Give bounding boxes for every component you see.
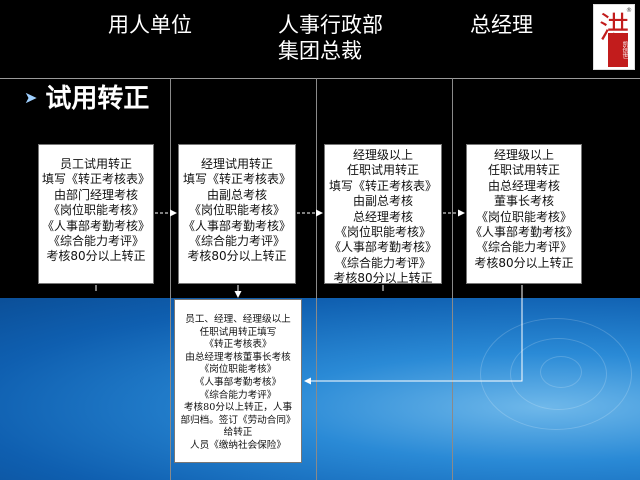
ripple-decoration [480,318,632,430]
summary-line: 《岗位职能考核》 [199,364,277,376]
box-line: 《人事部考勤考核》 [41,218,150,233]
box-line: 考核80分以上转正 [474,255,574,270]
summary-line: 《综合能力考评》 [199,389,277,401]
box-line: 《综合能力考评》 [334,255,431,270]
summary-line: 考核80分以上转正，人事 [183,402,293,414]
column-divider [170,78,171,480]
logo-subtext: 凯创世 [608,33,628,67]
header-group-president: 集团总裁 [278,39,362,63]
box-line: 董事长考核 [493,194,554,209]
box-line: 《人事部考勤考核》 [469,225,578,240]
summary-line: 由总经理考核董事长考核 [185,351,291,363]
box-line: 《综合能力考评》 [47,234,144,249]
process-box-senior-manager-gm: 经理级以上 任职试用转正 由总经理考核 董事长考核 《岗位职能考核》 《人事部考… [466,144,582,284]
box-line: 填写《转正考核表》 [328,178,437,193]
box-line: 由副总考核 [206,187,267,202]
box-line: 经理试用转正 [200,157,273,171]
summary-line: 给转正 [223,427,253,439]
box-line: 考核80分以上转正 [333,271,433,286]
summary-line: 部归档。签订《劳动合同》 [180,414,296,426]
box-line: 《岗位职能考核》 [334,225,431,240]
box-line: 由部门经理考核 [53,187,138,202]
box-line: 《岗位职能考核》 [188,203,285,218]
flow-arrow-return [304,285,523,385]
box-line: 《岗位职能考核》 [475,209,572,224]
process-box-senior-manager-vp: 经理级以上 任职试用转正 填写《转正考核表》 由副总考核 总经理考核 《岗位职能… [324,144,442,286]
box-line: 任职试用转正 [487,163,560,178]
box-line: 总经理考核 [352,209,413,224]
box-line: 任职试用转正 [346,163,419,178]
ripple-decoration [540,356,582,388]
summary-box: 员工、经理、经理级以上 任职试用转正填写 《转正考核表》 由总经理考核董事长考核… [174,299,302,463]
box-line: 由副总考核 [352,194,413,209]
summary-line: 《人事部考勤考核》 [194,376,282,388]
company-logo: 洪 凯创世 ® [593,4,635,70]
box-line: 《岗位职能考核》 [47,203,144,218]
summary-line: 任职试用转正填写 [199,326,277,338]
process-box-manager: 经理试用转正 填写《转正考核表》 由副总考核 《岗位职能考核》 《人事部考勤考核… [178,144,296,284]
box-line: 经理级以上 [352,148,413,162]
box-line: 《综合能力考评》 [475,240,572,255]
box-line: 员工试用转正 [59,157,132,171]
box-line: 填写《转正考核表》 [41,172,150,187]
box-line: 《综合能力考评》 [188,234,285,249]
logo-registered: ® [626,7,632,14]
summary-line: 员工、经理、经理级以上 [185,314,291,325]
box-line: 考核80分以上转正 [187,249,287,264]
column-divider [452,78,453,480]
box-line: 经理级以上 [493,148,554,162]
box-line: 填写《转正考核表》 [182,172,291,187]
box-line: 考核80分以上转正 [46,249,146,264]
section-title: ➤ 试用转正 [24,78,149,115]
summary-line: 人员《缴纳社会保险》 [190,439,286,451]
box-line: 《人事部考勤考核》 [328,240,437,255]
box-line: 《人事部考勤考核》 [182,218,291,233]
summary-line: 《转正考核表》 [204,339,272,351]
header-hr-admin: 人事行政部 [278,13,383,37]
header-divider [0,78,640,79]
ripple-decoration [510,338,607,410]
column-divider [316,78,317,480]
process-box-employee: 员工试用转正 填写《转正考核表》 由部门经理考核 《岗位职能考核》 《人事部考勤… [38,144,154,284]
header-general-manager: 总经理 [470,13,533,37]
box-line: 由总经理考核 [487,178,560,193]
arrow-bullet-icon: ➤ [24,88,38,107]
header-employer: 用人单位 [108,13,192,37]
section-title-text: 试用转正 [45,84,150,114]
bottom-background [0,298,640,480]
